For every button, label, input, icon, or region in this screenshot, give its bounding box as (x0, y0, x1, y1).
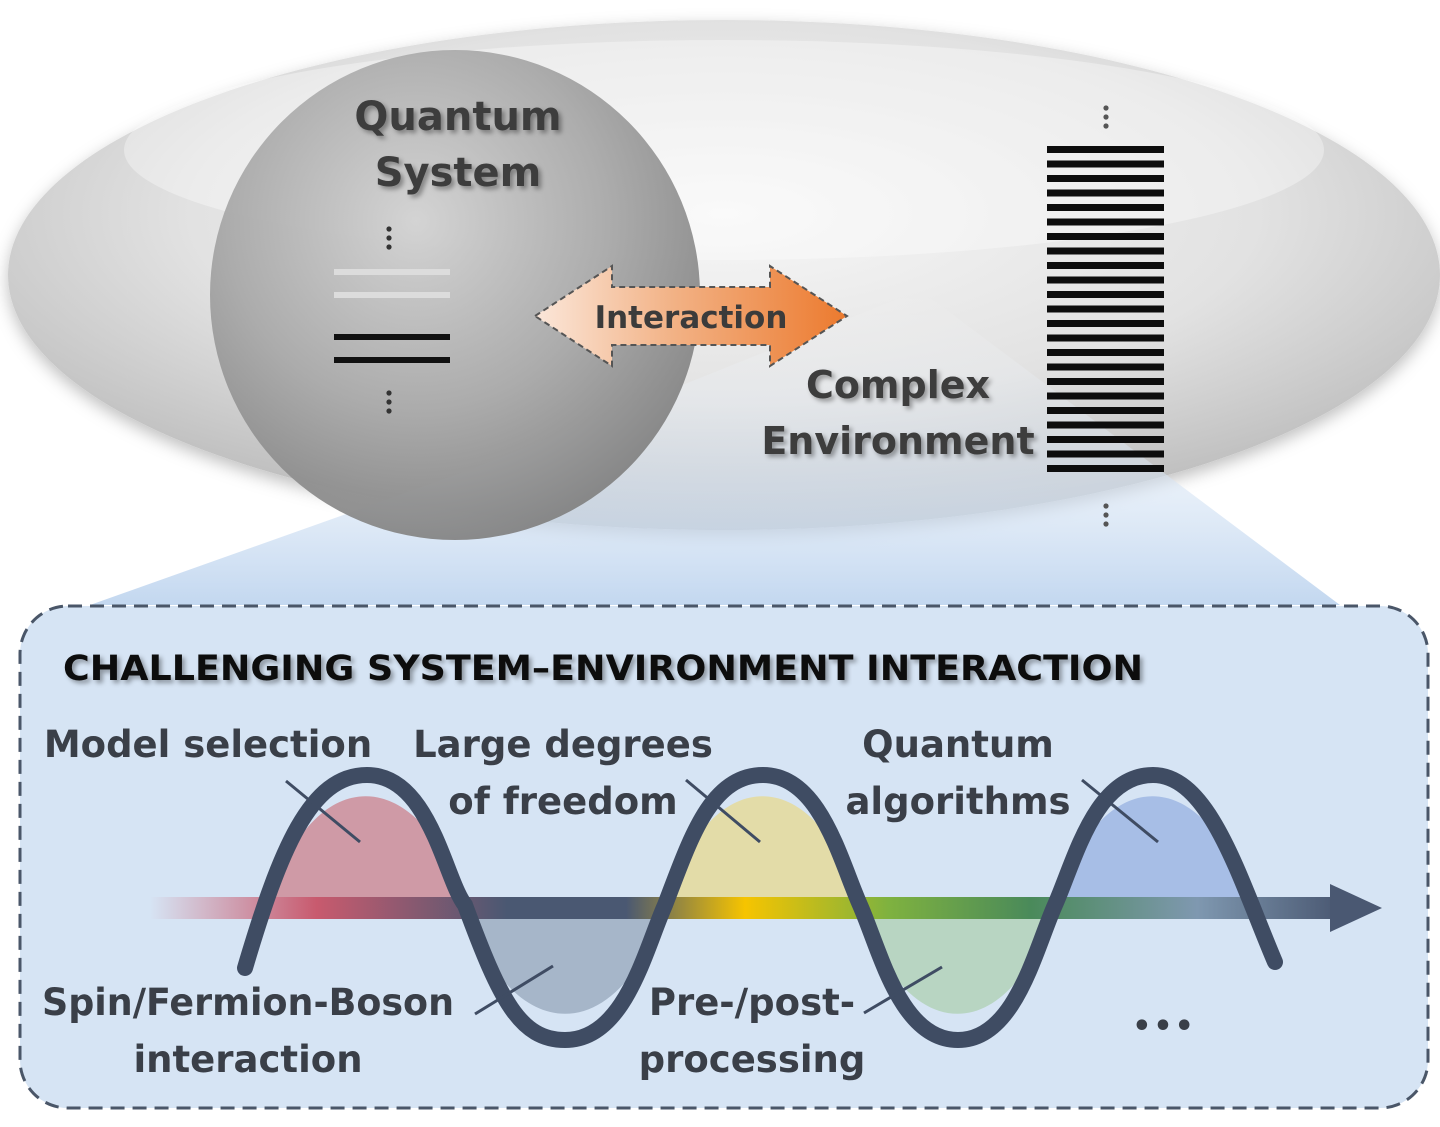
vertical-ellipsis-icon (386, 390, 392, 414)
environment-level (1047, 291, 1164, 298)
environment-label-line1: Complex (806, 363, 990, 407)
lobe-quantum-alg (1055, 796, 1250, 905)
environment-level (1047, 436, 1164, 443)
environment-level (1047, 305, 1164, 313)
environment-level (1047, 146, 1164, 153)
vertical-ellipsis-icon (386, 226, 392, 250)
label-large-dof-line1: Large degrees (413, 723, 713, 766)
environment-level (1047, 407, 1164, 414)
environment-level (1047, 392, 1164, 400)
label-spin-line1: Spin/Fermion-Boson (42, 981, 454, 1024)
environment-level (1047, 334, 1164, 342)
environment-level (1047, 465, 1164, 472)
arrow-right-icon (1330, 884, 1382, 932)
system-energy-levels (334, 269, 450, 363)
label-prepost-line2: processing (639, 1038, 866, 1081)
system-label-line1: Quantum (354, 94, 561, 140)
environment-energy-levels (1047, 146, 1164, 472)
lobe-large-dof (665, 796, 860, 905)
quantum-system-sphere (210, 50, 700, 540)
environment-level (1047, 349, 1164, 356)
environment-level (1047, 233, 1164, 240)
environment-level (1047, 247, 1164, 255)
environment-level (1047, 189, 1164, 197)
label-model-selection: Model selection (44, 723, 372, 766)
label-prepost-line1: Pre-/post- (649, 981, 855, 1024)
sine-wave (237, 766, 1283, 1049)
label-large-dof-line2: of freedom (448, 780, 677, 823)
environment-level (1047, 363, 1164, 371)
environment-level (1047, 262, 1164, 269)
lobe-spin-boson (465, 905, 665, 1014)
environment-level (1047, 276, 1164, 284)
timeline-bar (150, 897, 1340, 919)
double-arrow-icon (533, 264, 849, 368)
interaction-label: Interaction (595, 300, 788, 336)
environment-level (1047, 204, 1164, 211)
panel-title: CHALLENGING SYSTEM–ENVIRONMENT INTERACTI… (63, 649, 1143, 689)
vertical-ellipsis-icon (1103, 503, 1109, 527)
environment-level (1047, 175, 1164, 182)
environment-level (1047, 378, 1164, 385)
environment-level (1047, 421, 1164, 429)
label-quantum-alg-line2: algorithms (845, 780, 1070, 823)
system-label-line2: System (375, 150, 542, 196)
label-ellipsis: ••• (1132, 1009, 1196, 1044)
environment-level (1047, 320, 1164, 327)
leader-lines (285, 778, 1159, 1016)
vertical-ellipsis-icon (1103, 105, 1109, 129)
environment-level (1047, 450, 1164, 458)
environment-label-line2: Environment (761, 419, 1034, 463)
label-spin-line2: interaction (133, 1038, 362, 1081)
environment-level (1047, 160, 1164, 168)
lobe-model-selection (270, 796, 465, 905)
label-quantum-alg-line1: Quantum (862, 723, 1054, 766)
environment-level (1047, 218, 1164, 226)
